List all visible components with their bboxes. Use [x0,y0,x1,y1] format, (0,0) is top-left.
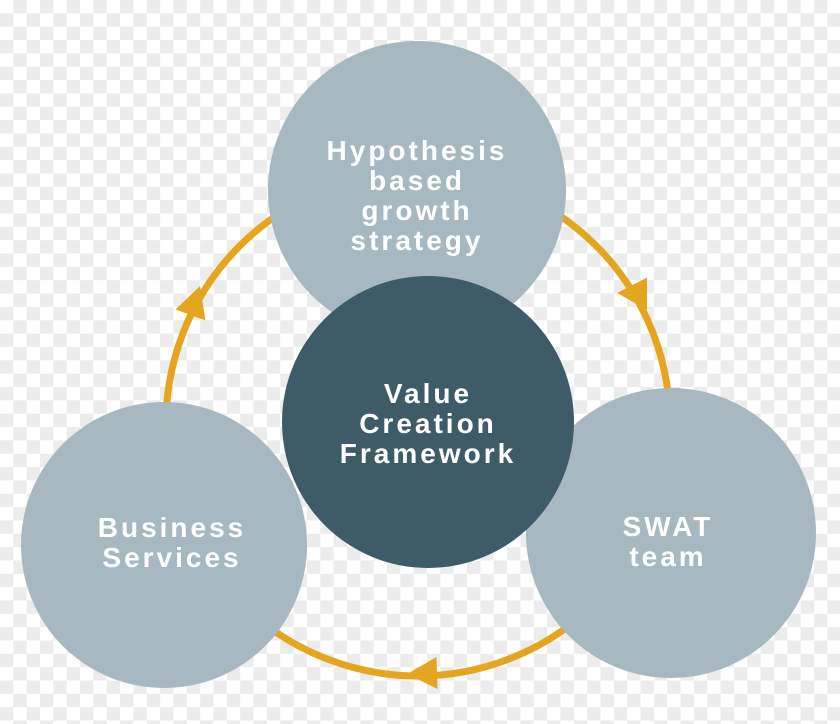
label-line: Services [102,542,242,573]
node-circle-value-creation-framework [282,276,574,568]
node-circle-swat-team [526,388,816,678]
node-circle-hypothesis [268,41,566,339]
label-line: Business [97,512,247,543]
label-line: strategy [350,225,484,256]
arrowhead-hypothesis-to-swat-icon [617,277,647,310]
arrowhead-swat-to-business-icon [407,657,438,689]
node-label-swat-team: SWAT team [623,512,714,572]
label-line: Hypothesis [326,135,508,166]
label-line: Framework [339,438,517,469]
label-line: Creation [359,408,497,439]
arrowhead-business-to-hypothesis-icon [175,286,206,321]
node-label-value-creation-framework: Value Creation Framework [340,379,516,469]
label-line: Value [383,378,473,409]
node-label-business-services: Business Services [98,513,247,573]
label-line: based [369,165,465,196]
node-label-hypothesis: Hypothesis based growth strategy [327,136,508,256]
label-line: team [629,541,707,572]
label-line: SWAT [622,511,714,542]
node-circle-business-services [21,402,307,688]
label-line: growth [361,195,473,226]
